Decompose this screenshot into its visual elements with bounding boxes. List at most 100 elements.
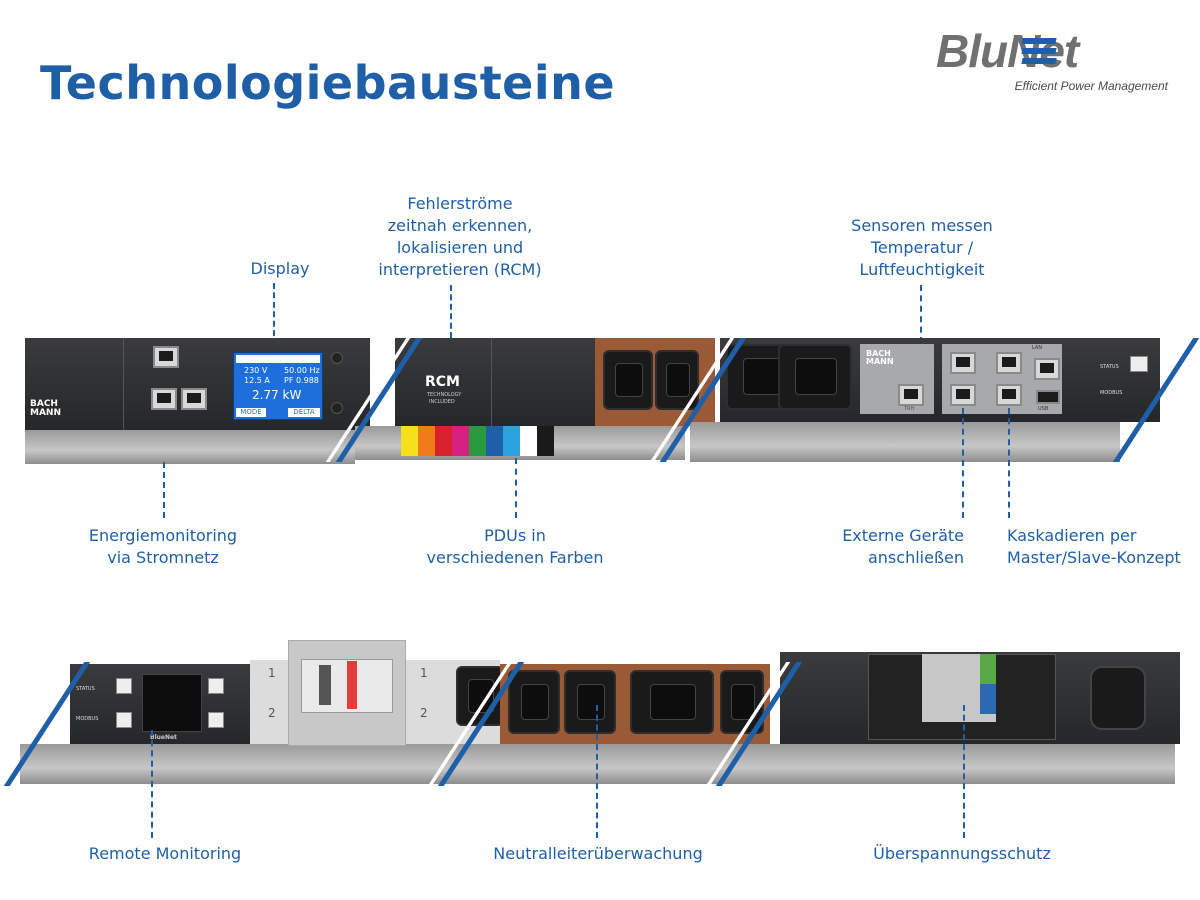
remote-status-label: STATUS <box>76 686 95 692</box>
sensor-label-line: Temperatur / <box>870 238 974 257</box>
color-swatch <box>418 426 435 456</box>
cascade-label: Kaskadieren per Master/Slave-Konzept <box>1007 525 1195 569</box>
display-label: Display <box>250 259 310 278</box>
color-swatch <box>486 426 503 456</box>
breaker-number: 1 <box>420 666 428 680</box>
remote-button[interactable] <box>208 712 224 728</box>
surge-leader <box>963 705 965 838</box>
modbus-label: MODBUS <box>1100 390 1123 396</box>
lcd-mode-button[interactable]: MODE <box>236 408 266 417</box>
remote-breaker-panel: 1 2 1 2 STATUS MODBUS BlueNet <box>20 636 510 786</box>
cable-gland <box>1090 666 1146 730</box>
colors-leader <box>515 458 517 518</box>
surge-protector <box>922 654 996 722</box>
bluenet-logo: BluNet Efficient Power Management <box>936 24 1176 96</box>
ethernet-port <box>153 346 179 368</box>
pdu-lcd-screen: 230 V 50.00 Hz 12.5 A PF 0.988 2.77 kW M… <box>233 352 323 420</box>
rcm-label-line: zeitnah erkennen, <box>387 216 533 235</box>
energy-label-line: via Stromnetz <box>107 548 219 567</box>
external-label-line: Externe Geräte <box>842 526 964 545</box>
sensor-module: BACH MANN TRH <box>860 344 934 414</box>
cascade-port <box>996 352 1022 374</box>
colors-label: PDUs in verschiedenen Farben <box>410 525 620 569</box>
colors-label-line: PDUs in <box>484 526 546 545</box>
external-port <box>950 384 976 406</box>
sensor-ports-panel: BACH MANN TRH LAN USB STATUS MODBUS <box>690 338 1160 468</box>
remote-modbus-label: MODBUS <box>76 716 99 722</box>
rcm-label-line: Fehlerströme <box>407 194 513 213</box>
page-title: Technologiebausteine <box>40 56 616 110</box>
display-leader <box>273 283 275 355</box>
neutral-leader <box>596 705 598 838</box>
neutral-label: Neutralleiterüberwachung <box>493 844 703 863</box>
brand-line: BACH <box>866 349 891 358</box>
breaker-number: 2 <box>268 706 276 720</box>
c13-outlet <box>508 670 560 734</box>
sensor-label: Sensoren messen Temperatur / Luftfeuchti… <box>822 215 1022 281</box>
lcd-current: 12.5 A <box>244 376 270 385</box>
cascade-leader <box>1008 408 1010 518</box>
pdu-display-panel: BACH MANN 230 V 50.00 Hz 12.5 A PF 0.988… <box>25 338 395 468</box>
breaker-number: 2 <box>420 706 428 720</box>
rcm-label: Fehlerströme zeitnah erkennen, lokalisie… <box>350 193 570 281</box>
comm-module: LAN USB <box>942 344 1062 414</box>
remote-label: Remote Monitoring <box>88 844 242 863</box>
color-swatch <box>435 426 452 456</box>
usb-port[interactable] <box>1036 390 1060 404</box>
brand-line: MANN <box>866 357 894 366</box>
remote-button[interactable] <box>116 678 132 694</box>
network-port <box>151 388 177 410</box>
network-port <box>181 388 207 410</box>
rcm-leader <box>450 285 452 357</box>
status-label: STATUS <box>1100 364 1119 370</box>
cascade-port <box>996 384 1022 406</box>
cascade-label-line: Kaskadieren per <box>1007 526 1137 545</box>
breaker-number: 1 <box>268 666 276 680</box>
lcd-frequency: 50.00 Hz <box>284 366 320 375</box>
external-leader <box>962 408 964 518</box>
sensor-label-line: Sensoren messen <box>851 216 993 235</box>
rcm-label-line: interpretieren (RCM) <box>378 260 542 279</box>
c13-outlet <box>603 350 653 410</box>
sensor-port-label: TRH <box>904 406 915 412</box>
color-swatch <box>452 426 469 456</box>
external-label-line: anschließen <box>867 548 964 567</box>
bachmann-brand: BACH MANN <box>30 400 61 418</box>
surge-label: Überspannungsschutz <box>873 844 1051 863</box>
logo-bars-icon <box>1021 38 1057 68</box>
color-swatch <box>469 426 486 456</box>
rcm-label-line: lokalisieren und <box>396 238 524 257</box>
color-swatch <box>537 426 554 456</box>
rcm-title: RCM <box>425 374 460 390</box>
lcd-delta-button[interactable]: DELTA <box>288 408 320 417</box>
c19-outlet <box>778 344 852 410</box>
remote-screen <box>142 674 202 732</box>
usb-label: USB <box>1038 406 1049 412</box>
rcm-line2: INCLUDED <box>429 399 455 405</box>
color-swatch <box>401 426 418 456</box>
colors-label-line: verschiedenen Farben <box>426 548 604 567</box>
remote-brand: BlueNet <box>150 734 177 741</box>
energy-leader <box>163 462 165 518</box>
logo-wordmark: BluNet <box>936 25 1079 77</box>
remote-button[interactable] <box>116 712 132 728</box>
lcd-power-factor: PF 0.988 <box>284 376 319 385</box>
sensor-port <box>898 384 924 406</box>
c13-outlet <box>564 670 616 734</box>
color-swatch <box>503 426 520 456</box>
remote-button[interactable] <box>208 678 224 694</box>
lan-label: LAN <box>1032 345 1043 351</box>
sensor-label-line: Luftfeuchtigkeit <box>859 260 985 279</box>
color-swatch <box>520 426 537 456</box>
logo-subtitle: Efficient Power Management <box>1014 79 1168 93</box>
cascade-label-line: Master/Slave-Konzept <box>1007 548 1181 567</box>
brand-line: MANN <box>30 408 61 418</box>
circuit-breaker <box>288 640 406 746</box>
lan-port[interactable] <box>1034 358 1060 380</box>
c19-outlet <box>630 670 714 734</box>
energy-label-line: Energiemonitoring <box>88 526 238 545</box>
external-label: Externe Geräte anschließen <box>826 525 964 569</box>
lcd-power: 2.77 kW <box>252 388 302 402</box>
remote-leader <box>151 730 153 838</box>
neutral-panel <box>480 660 780 786</box>
